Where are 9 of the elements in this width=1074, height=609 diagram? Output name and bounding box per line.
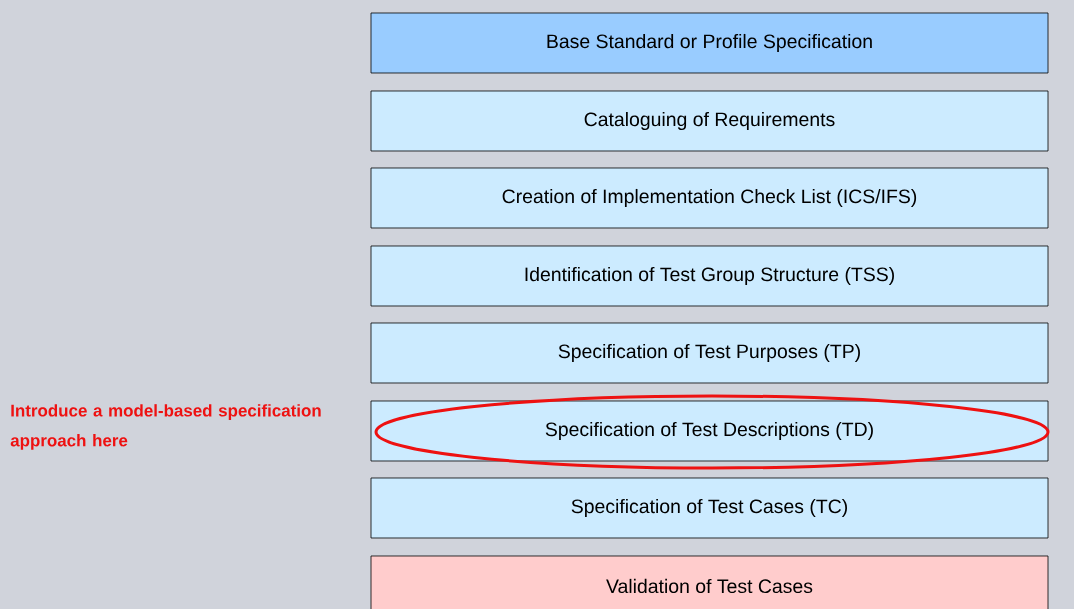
process-box: Identification of Test Group Structure (TSS) [370, 245, 1049, 307]
process-box: Cataloguing of Requirements [370, 90, 1049, 152]
process-box: Specification of Test Purposes (TP) [370, 322, 1049, 384]
annotation-text: Introduce a model-based specification approach here [10, 404, 321, 450]
process-box: Validation of Test Cases [370, 555, 1049, 609]
process-box: Specification of Test Descriptions (TD) [370, 400, 1049, 462]
process-box: Creation of Implementation Check List (ICS/IFS) [370, 167, 1049, 229]
process-box: Base Standard or Profile Specification [370, 12, 1049, 74]
process-box: Specification of Test Cases (TC) [370, 477, 1049, 539]
